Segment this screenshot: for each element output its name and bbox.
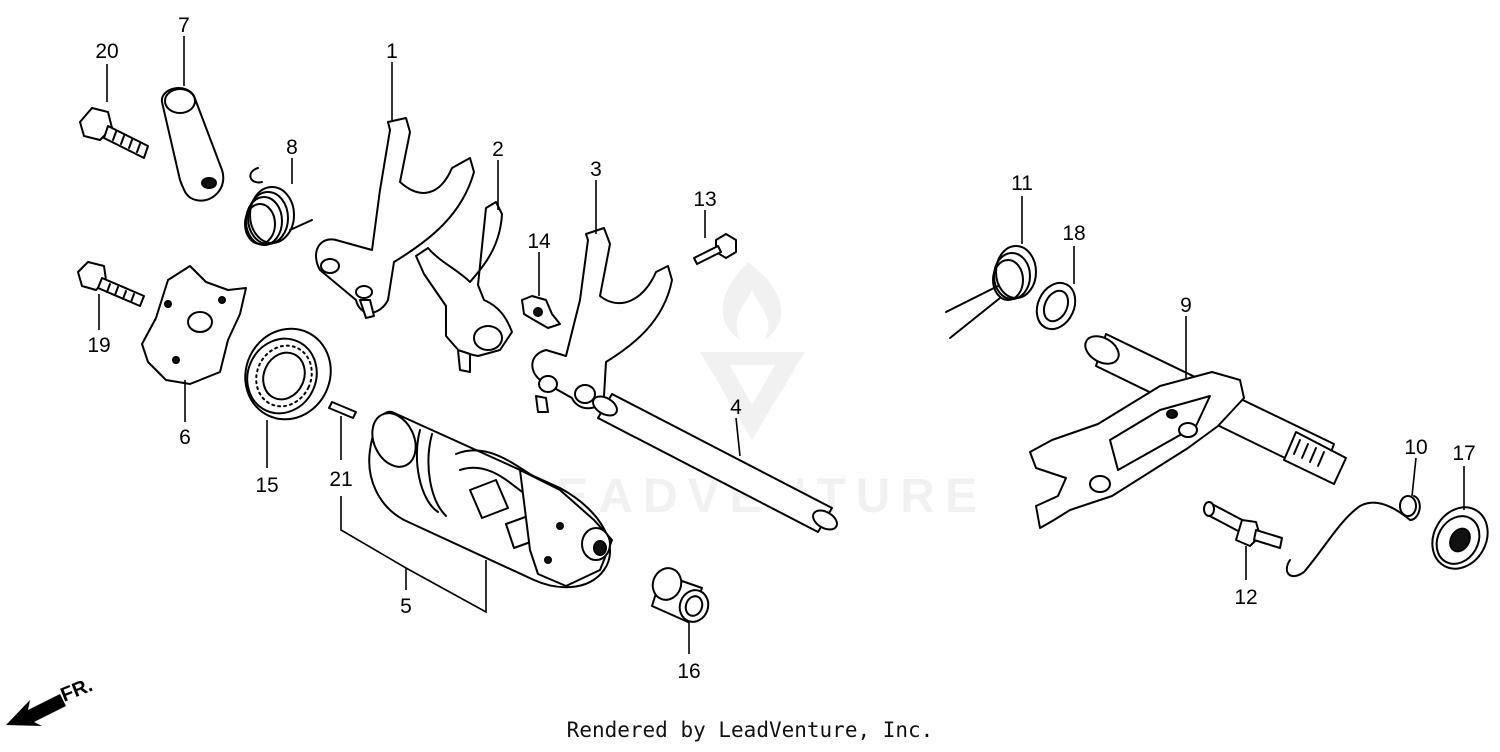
part-9-gearshift-spindle[interactable] [1029, 331, 1347, 529]
label-part-2[interactable]: 2 [492, 138, 504, 161]
part-12-bolt[interactable] [1203, 501, 1283, 549]
part-10-return-spring[interactable] [1285, 495, 1421, 578]
label-part-19[interactable]: 19 [87, 334, 110, 357]
part-6-star-plate[interactable] [141, 265, 247, 385]
label-part-1[interactable]: 1 [386, 40, 398, 63]
part-7-stopper-arm[interactable] [160, 87, 225, 202]
label-part-17[interactable]: 17 [1452, 442, 1475, 465]
label-part-10[interactable]: 10 [1404, 436, 1427, 459]
part-8-spring[interactable] [244, 167, 313, 246]
part-17-oil-seal[interactable] [1421, 497, 1498, 578]
label-part-12[interactable]: 12 [1234, 586, 1257, 609]
label-part-11[interactable]: 11 [1011, 172, 1033, 195]
part-18-circlip[interactable] [1030, 277, 1083, 336]
label-part-13[interactable]: 13 [693, 188, 716, 211]
part-1-shift-fork[interactable] [315, 117, 475, 319]
part-15-bearing[interactable] [230, 315, 345, 434]
label-part-7[interactable]: 7 [178, 14, 190, 37]
part-3-shift-fork[interactable] [531, 227, 673, 413]
label-part-20[interactable]: 20 [95, 40, 118, 63]
part-19-bolt[interactable] [77, 261, 145, 307]
part-13-bolt[interactable] [693, 233, 737, 265]
part-14-clip[interactable] [521, 295, 561, 329]
label-part-8[interactable]: 8 [286, 136, 298, 159]
arrow-icon [6, 694, 66, 726]
part-16-needle-bearing[interactable] [648, 564, 712, 626]
label-part-16[interactable]: 16 [677, 660, 700, 683]
part-number-labels: 1 2 3 4 5 6 7 8 9 10 11 12 13 14 15 16 1… [87, 14, 1475, 683]
leader-lines [98, 36, 1465, 654]
label-part-15[interactable]: 15 [255, 474, 278, 497]
render-credit: Rendered by LeadVenture, Inc. [566, 718, 934, 742]
label-part-3[interactable]: 3 [590, 158, 602, 181]
label-part-6[interactable]: 6 [179, 426, 191, 449]
part-2-shift-fork[interactable] [415, 201, 513, 373]
label-part-4[interactable]: 4 [730, 396, 742, 419]
label-part-9[interactable]: 9 [1180, 294, 1192, 317]
part-20-bolt[interactable] [79, 107, 149, 159]
part-11-spring[interactable] [945, 245, 1037, 339]
label-part-18[interactable]: 18 [1062, 222, 1085, 245]
front-label: FR. [58, 674, 96, 706]
label-part-21[interactable]: 21 [329, 468, 352, 491]
part-4-shaft[interactable] [590, 393, 841, 534]
part-5-shift-drum[interactable] [364, 406, 613, 589]
label-part-14[interactable]: 14 [527, 230, 551, 253]
label-part-5[interactable]: 5 [400, 595, 412, 618]
part-21-pin[interactable] [328, 401, 357, 419]
